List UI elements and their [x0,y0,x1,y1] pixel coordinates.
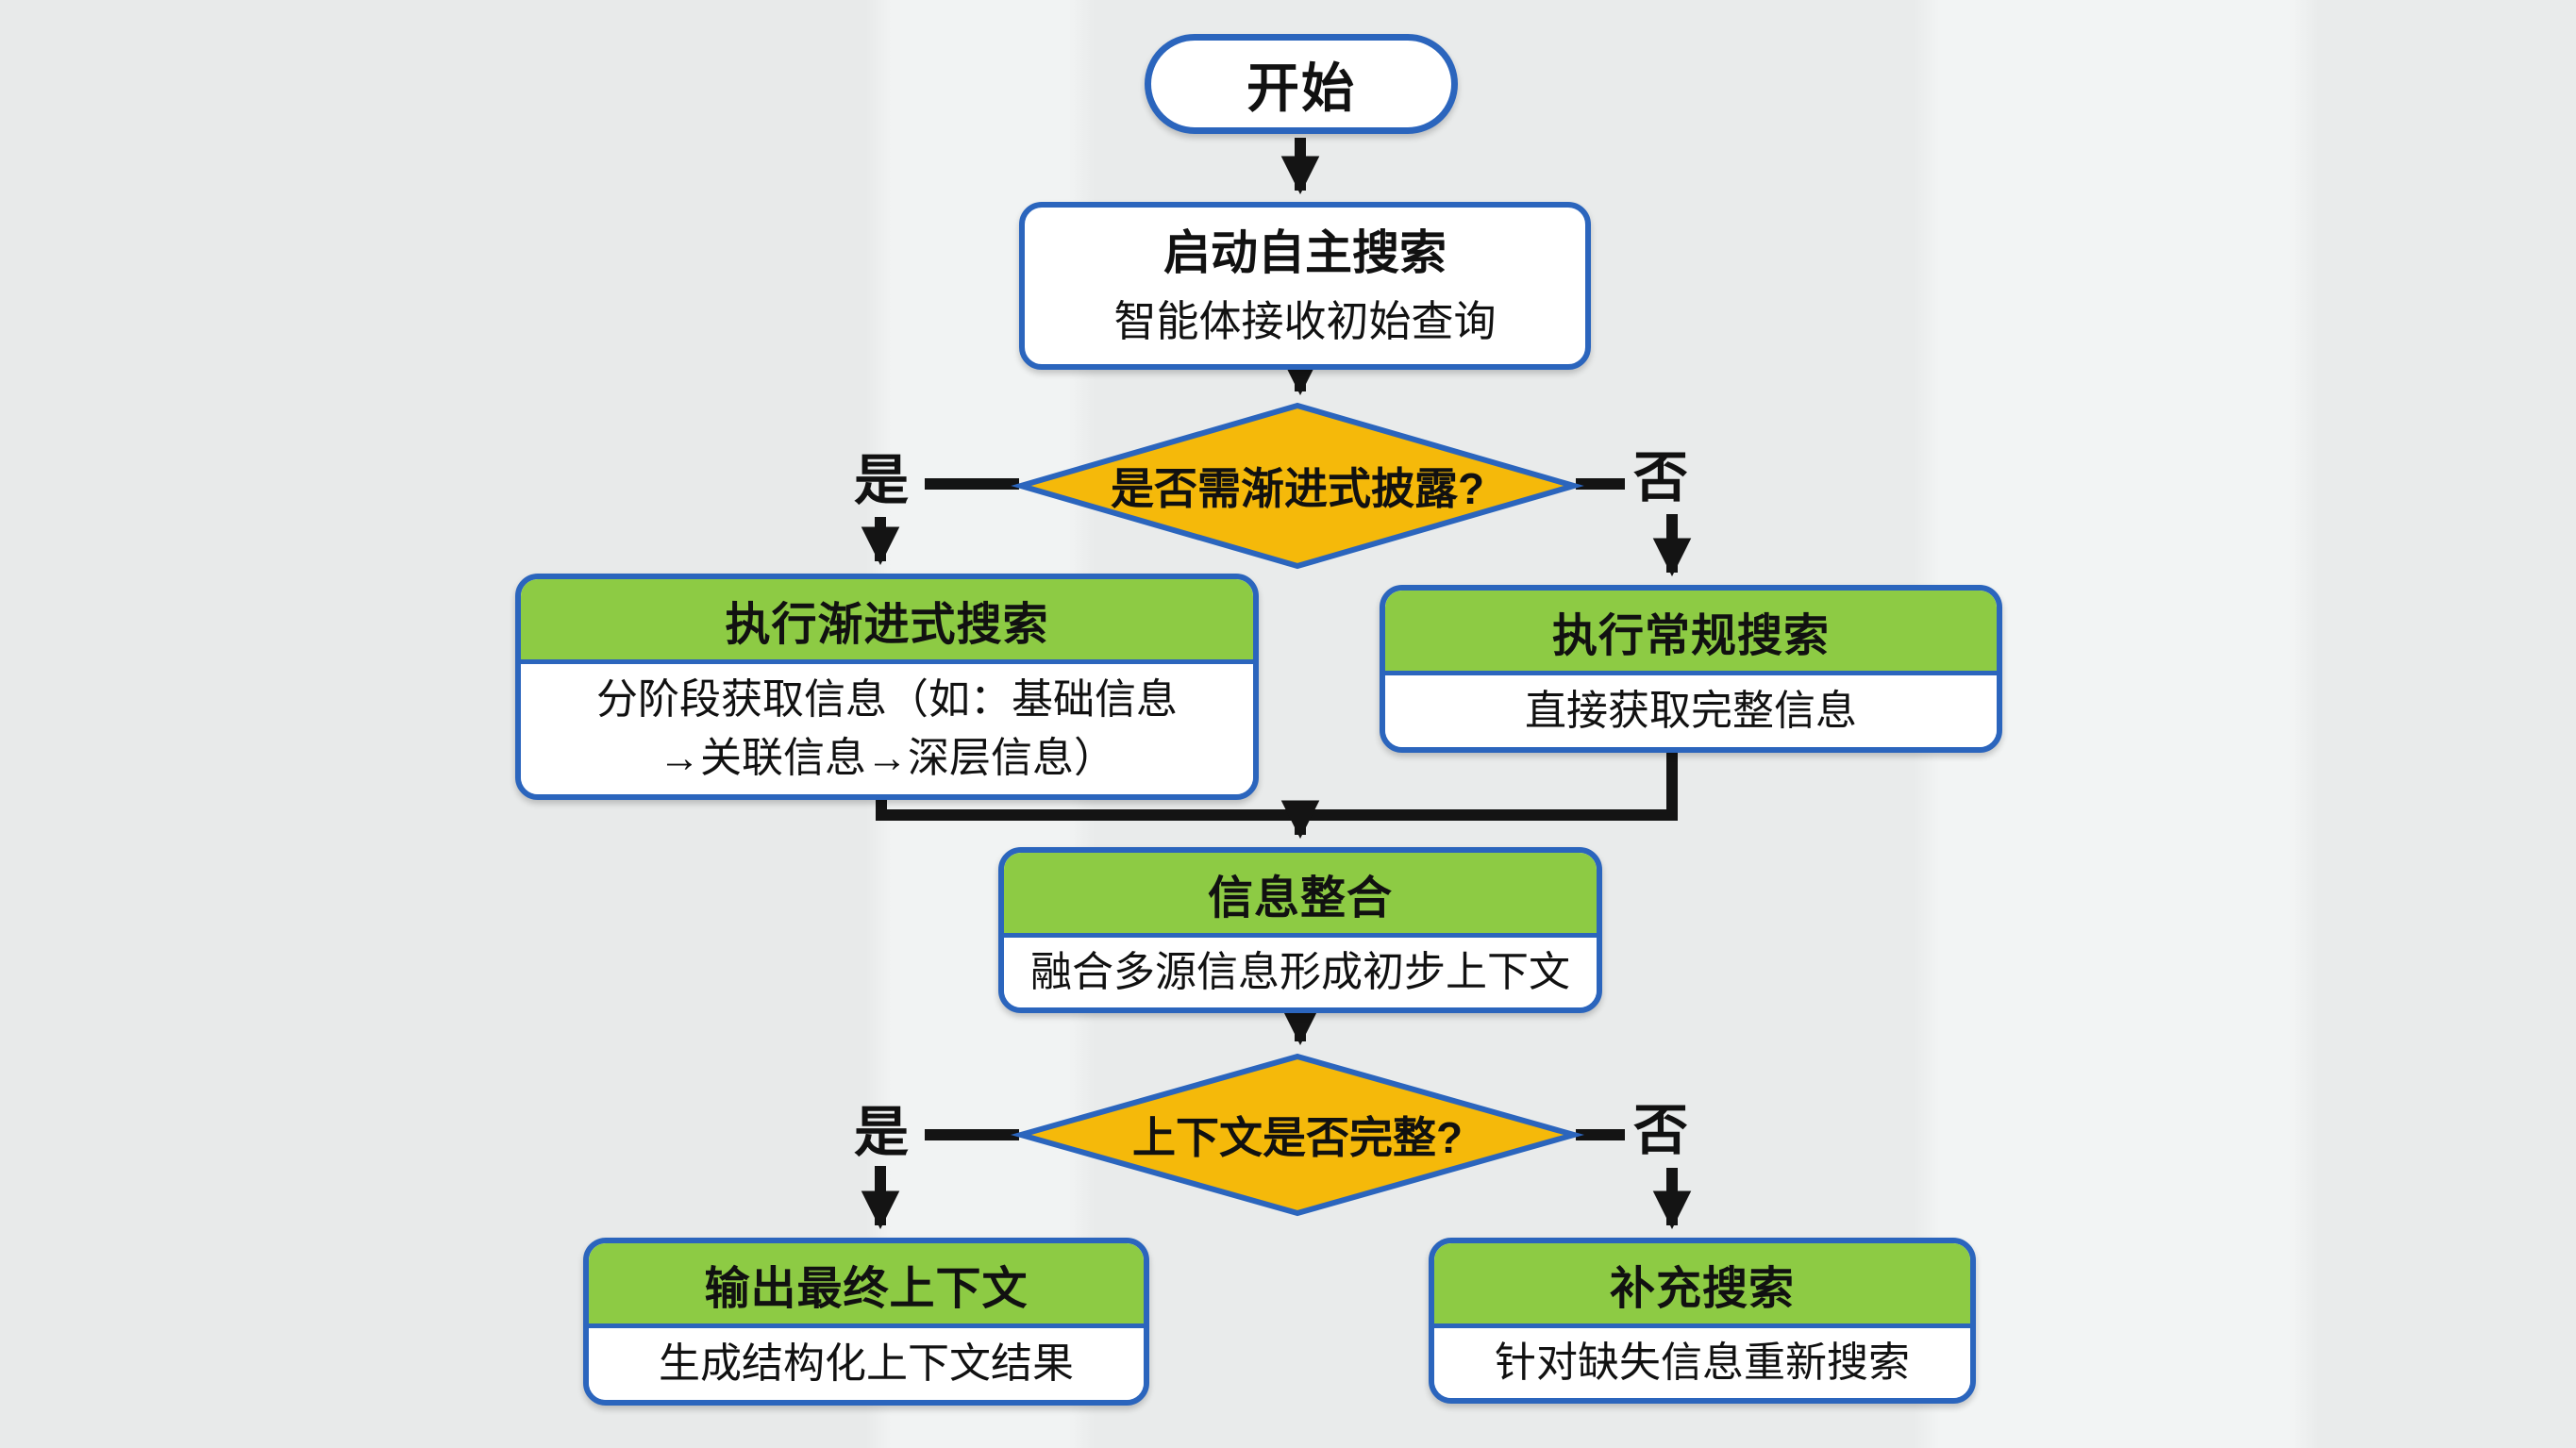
node-integration-subtitle: 融合多源信息形成初步上下文 [1030,949,1570,995]
node-output-body: 生成结构化上下文结果 [589,1328,1144,1400]
edge-label-no-2: 否 [1632,1100,1688,1161]
node-output-title: 输出最终上下文 [704,1263,1029,1314]
node-regular-header: 执行常规搜索 [1385,591,1997,675]
node-output-subtitle: 生成结构化上下文结果 [659,1340,1074,1387]
edge-progressive-merge [876,798,1300,821]
node-launch-search: 启动自主搜索 智能体接收初始查询 [1019,202,1591,370]
node-final-context-output: 输出最终上下文 生成结构化上下文结果 [583,1238,1149,1406]
node-progressive-body-line2: →关联信息→深层信息） [659,735,1115,781]
node-supplement-title: 补充搜索 [1609,1263,1795,1314]
decision-diamond-shape [1010,1053,1585,1217]
decision-progressive-disclosure: 是否需渐进式披露? [1011,402,1584,570]
decision-context-complete: 上下文是否完整? [1010,1053,1585,1217]
node-launch-title: 启动自主搜索 [1163,226,1447,279]
edge-label-no-1: 否 [1632,447,1688,508]
node-supplement-header: 补充搜索 [1434,1243,1970,1328]
node-regular-title: 执行常规搜索 [1551,610,1830,661]
node-supplement-subtitle: 针对缺失信息重新搜索 [1495,1340,1910,1386]
edge-regular-merge [1300,751,1678,821]
decision-diamond-shape [1011,402,1584,570]
node-integration-header: 信息整合 [1004,853,1597,938]
node-start-title: 开始 [1246,58,1356,118]
decision2-question: 上下文是否完整? [1131,1113,1464,1162]
node-progressive-body-line1: 分阶段获取信息（如：基础信息 [596,676,1178,723]
decision1-question: 是否需渐进式披露? [1110,464,1485,513]
node-regular-search: 执行常规搜索 直接获取完整信息 [1380,585,2002,753]
node-regular-body: 直接获取完整信息 [1385,675,1997,747]
node-supplement-body: 针对缺失信息重新搜索 [1434,1328,1970,1398]
node-supplementary-search: 补充搜索 针对缺失信息重新搜索 [1429,1238,1976,1404]
node-integration-title: 信息整合 [1207,873,1393,924]
diamond-polygon [1010,1053,1585,1217]
node-progressive-body: 分阶段获取信息（如：基础信息 →关联信息→深层信息） [521,664,1253,794]
edge-label-yes-1: 是 [853,450,909,511]
node-output-header: 输出最终上下文 [589,1243,1144,1328]
node-progressive-header: 执行渐进式搜索 [521,579,1253,664]
node-start: 开始 [1145,34,1458,134]
node-information-integration: 信息整合 融合多源信息形成初步上下文 [998,847,1602,1013]
node-regular-subtitle: 直接获取完整信息 [1525,688,1857,734]
edge-label-yes-2: 是 [853,1102,909,1163]
node-progressive-title: 执行渐进式搜索 [725,599,1049,650]
diamond-polygon [1011,402,1584,570]
node-integration-body: 融合多源信息形成初步上下文 [1004,938,1597,1007]
node-launch-subtitle: 智能体接收初始查询 [1113,297,1497,345]
node-progressive-search: 执行渐进式搜索 分阶段获取信息（如：基础信息 →关联信息→深层信息） [515,574,1259,800]
